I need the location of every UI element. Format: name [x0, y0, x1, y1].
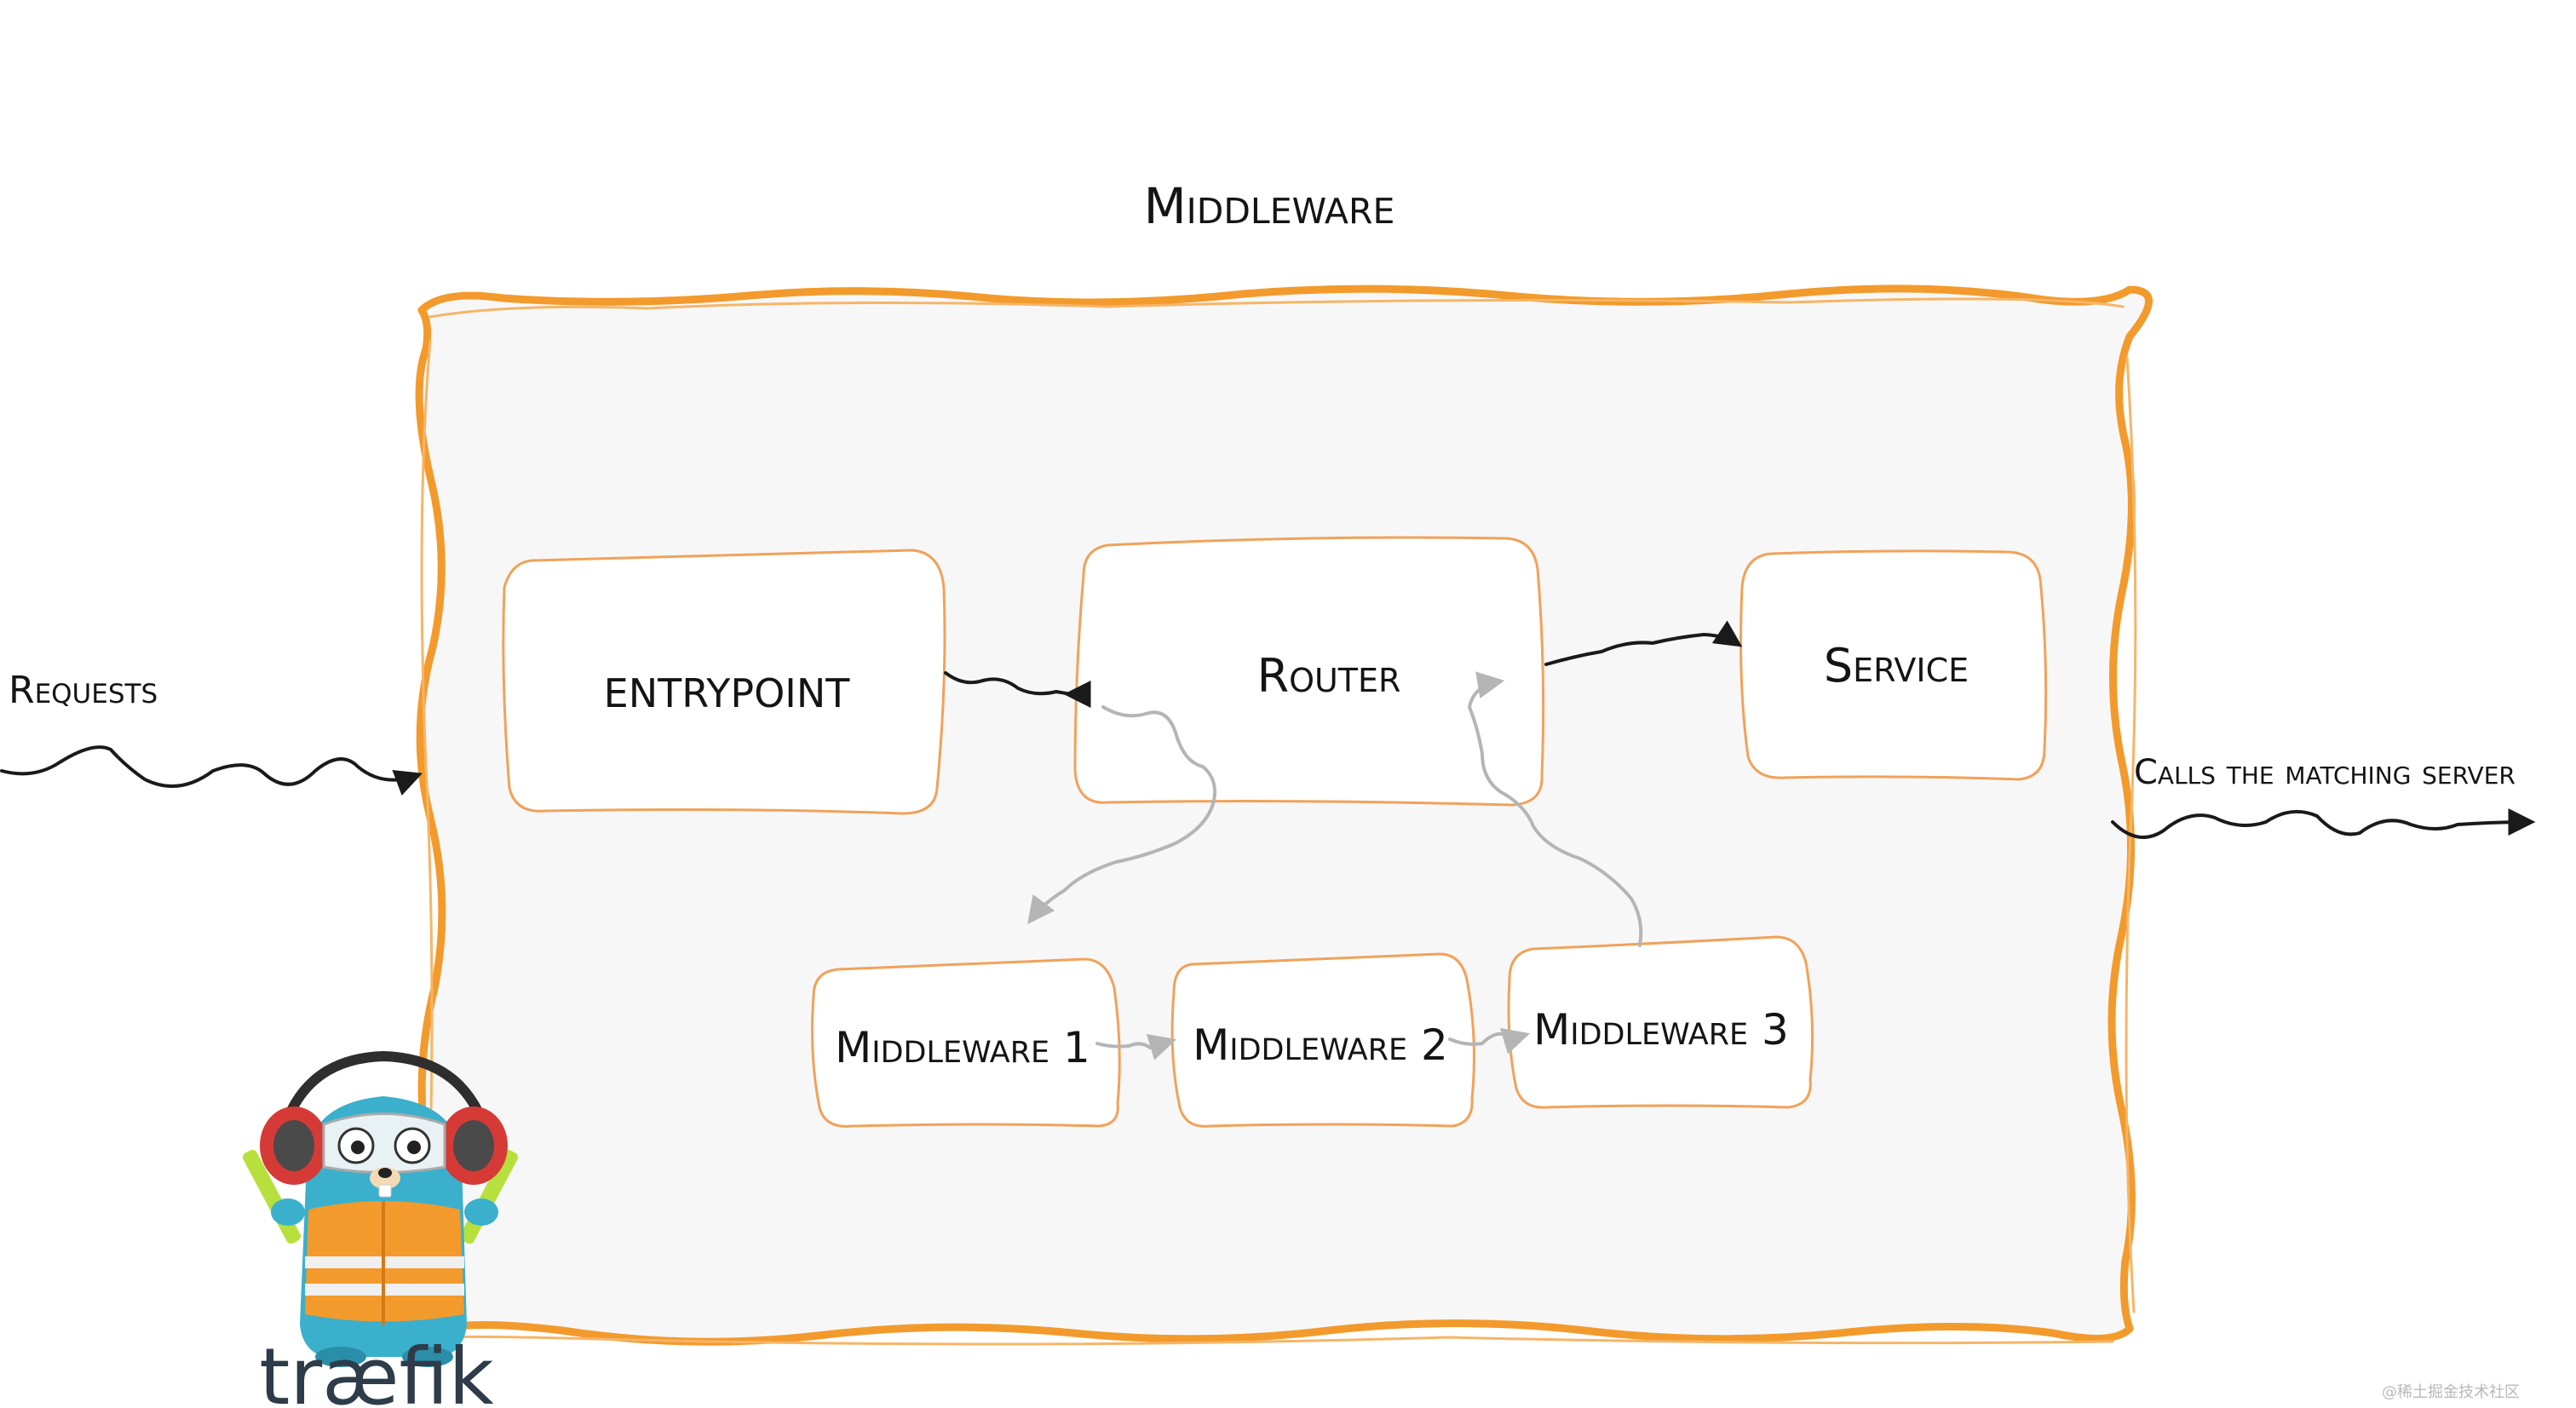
router-to-service-arrow: [1544, 620, 1743, 666]
middleware2-node: Middleware 2: [1170, 952, 1475, 1128]
middleware2-label: Middleware 2: [1193, 1020, 1448, 1070]
router-node: Router: [1073, 536, 1545, 807]
diagram-title: Middleware: [1144, 177, 1395, 235]
middleware3-node: Middleware 3: [1507, 935, 1814, 1109]
middleware-frame-echo: [420, 297, 2137, 1346]
watermark-text: @稀土掘金技术社区: [2382, 1383, 2520, 1401]
middleware3-label: Middleware 3: [1533, 1005, 1789, 1055]
service-node: Service: [1739, 549, 2048, 781]
entrypoint-node: ENTRYPOINT: [502, 549, 946, 815]
middleware2-to-middleware3-arrow: [1448, 1028, 1531, 1055]
middleware1-to-middleware2-arrow: [1095, 1034, 1177, 1060]
middleware3-to-router-arrow: [1467, 671, 1643, 947]
calls-matching-server-label: Calls the matching server: [2134, 753, 2516, 792]
requests-label: Requests: [9, 669, 158, 712]
router-to-middleware1-arrow: [1027, 705, 1217, 925]
middleware1-node: Middleware 1: [811, 957, 1121, 1128]
entrypoint-label: ENTRYPOINT: [604, 670, 851, 716]
router-label: Router: [1257, 649, 1401, 703]
service-label: Service: [1824, 639, 1969, 693]
entrypoint-to-router-arrow: [944, 671, 1091, 708]
requests-arrow: [0, 745, 423, 796]
middleware-frame: [415, 284, 2153, 1346]
traefik-logo-text: træfik: [259, 1331, 494, 1408]
gopher-mascot-icon: [242, 1050, 519, 1367]
middleware1-label: Middleware 1: [835, 1023, 1090, 1072]
server-arrow: [2111, 808, 2536, 839]
